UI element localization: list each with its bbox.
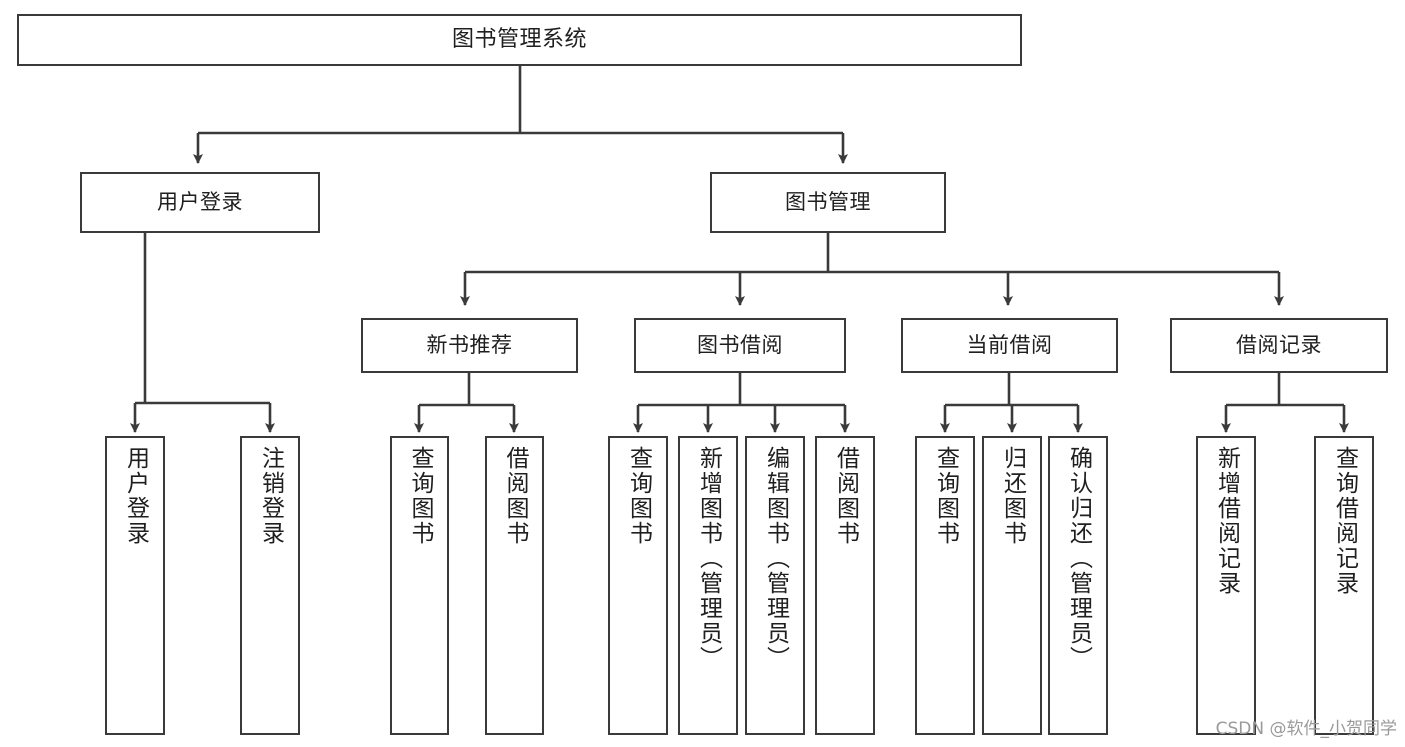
leaf-record-query-record[interactable]: 查询借阅记录: [1314, 436, 1374, 735]
leaf-borrow-query-book[interactable]: 查询图书: [608, 436, 668, 735]
node-label: 编辑图书（管理员）: [762, 446, 789, 671]
leaf-current-return-book[interactable]: 归还图书: [982, 436, 1042, 735]
node-label: 查询借阅记录: [1331, 446, 1358, 596]
node-label: 注销登录: [257, 446, 284, 546]
leaf-user-login-logout[interactable]: 注销登录: [240, 436, 300, 735]
node-book-borrow[interactable]: 图书借阅: [634, 318, 846, 373]
leaf-current-query-book[interactable]: 查询图书: [915, 436, 975, 735]
node-label: 查询图书: [625, 446, 652, 546]
leaf-borrow-add-book-admin[interactable]: 新增图书（管理员）: [678, 436, 738, 735]
leaf-record-add-record[interactable]: 新增借阅记录: [1196, 436, 1256, 735]
node-label: 新增借阅记录: [1213, 446, 1240, 596]
node-label: 借阅记录: [1236, 333, 1322, 358]
node-label: 借阅图书: [502, 446, 528, 546]
node-current-borrow[interactable]: 当前借阅: [901, 318, 1118, 373]
node-label: 查询图书: [407, 446, 433, 546]
node-label: 借阅图书: [832, 446, 859, 546]
node-book-management[interactable]: 图书管理: [710, 172, 946, 233]
leaf-current-confirm-return-admin[interactable]: 确认归还（管理员）: [1048, 436, 1108, 735]
node-label: 图书管理: [785, 190, 871, 215]
leaf-borrow-edit-book-admin[interactable]: 编辑图书（管理员）: [745, 436, 805, 735]
node-label: 用户登录: [157, 190, 243, 215]
node-user-login[interactable]: 用户登录: [80, 172, 320, 233]
node-label: 用户登录: [122, 446, 149, 546]
node-label: 确认归还（管理员）: [1065, 446, 1092, 671]
node-label: 新书推荐: [426, 333, 513, 358]
watermark-text: CSDN @软件_小贺同学: [1215, 719, 1397, 739]
node-label: 图书管理系统: [451, 27, 587, 53]
leaf-user-login-login[interactable]: 用户登录: [105, 436, 165, 735]
node-new-book-recommend[interactable]: 新书推荐: [361, 318, 578, 373]
leaf-borrow-borrow-book[interactable]: 借阅图书: [815, 436, 875, 735]
node-label: 新增图书（管理员）: [695, 446, 722, 671]
node-root-system[interactable]: 图书管理系统: [17, 14, 1022, 66]
node-label: 查询图书: [932, 446, 959, 546]
leaf-recommend-query-book[interactable]: 查询图书: [390, 436, 449, 735]
node-borrow-record[interactable]: 借阅记录: [1170, 318, 1388, 373]
node-label: 图书借阅: [697, 333, 783, 358]
node-label: 归还图书: [999, 446, 1026, 546]
node-label: 当前借阅: [966, 333, 1053, 358]
leaf-recommend-borrow-book[interactable]: 借阅图书: [485, 436, 544, 735]
